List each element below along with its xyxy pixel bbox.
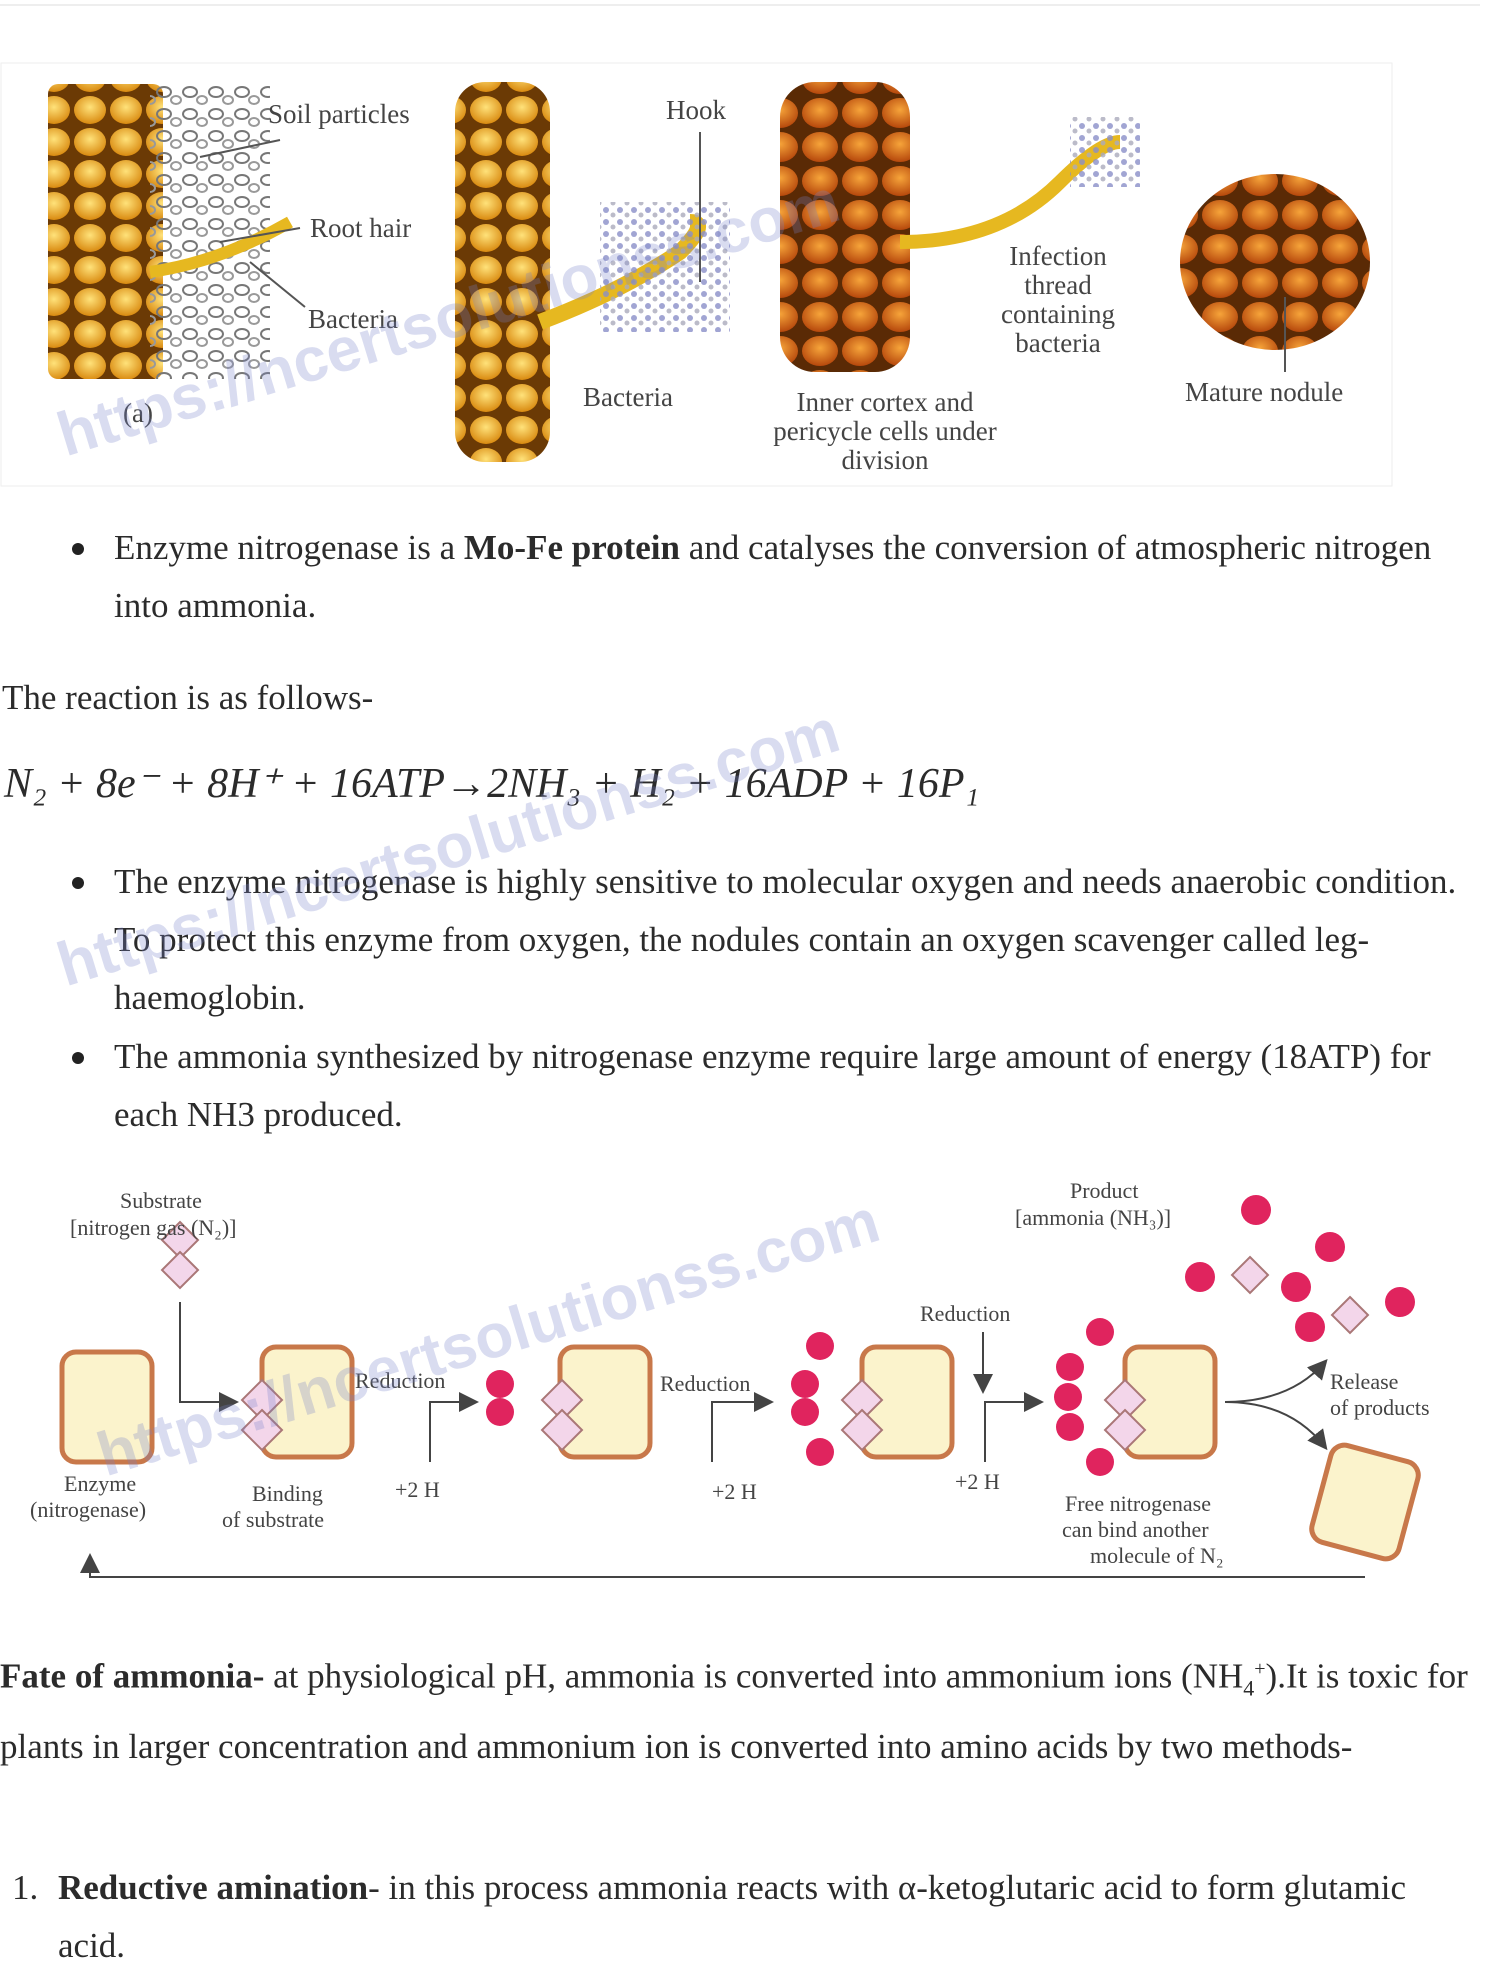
label-plus-2h-2: +2 H [712,1479,757,1504]
bold-mo-fe-protein: Mo-Fe protein [463,528,680,567]
superscript-plus: + [1254,1658,1266,1680]
nodule-formation-figure: Soil particles Root hair Bacteria (a) Ho… [0,62,1393,487]
bullet-text: and catalyses the conversion of atmosphe… [114,528,1432,625]
label-enzyme-detail: (nitrogenase) [30,1497,147,1522]
label-plus-2h-1: +2 H [395,1477,440,1502]
bullet-text: Enzyme nitrogenase is a [114,528,464,567]
label-panel-a: (a) [123,398,153,428]
label-reduction-3: Reduction [920,1301,1011,1326]
label-soil-particles: Soil particles [268,99,410,129]
reaction-equation: N₂ + 8e⁻ + 8H⁺ + 16ATP→2NH₃ + H₂ + 16ADP… [4,758,979,808]
label-product: Product [1070,1178,1139,1203]
label-root-hair: Root hair [310,213,412,243]
nodule-formation-illustration [0,62,1393,487]
fate-heading: Fate of ammonia- [0,1656,265,1696]
label-bacteria-a: Bacteria [308,304,398,334]
top-divider [0,4,1480,6]
method-title: Reductive amination [58,1868,369,1907]
label-plus-2h-3: +2 H [955,1469,1000,1494]
label-release: Release [1330,1369,1399,1394]
fate-text-cont: ).It is toxic for plants in larger conce… [0,1656,1468,1766]
subscript-4: 4 [1243,1675,1255,1701]
label-inner-cortex: Inner cortex and pericycle cells under d… [773,387,997,475]
bullet-oxygen-sensitivity: The enzyme nitrogenase is highly sensiti… [72,853,1489,1027]
label-enzyme: Enzyme [64,1471,137,1496]
equation-arrow: → [445,761,488,807]
equation-lhs: N₂ + 8e⁻ + 8H⁺ + 16ATP [4,761,446,807]
bullet-energy: The ammonia synthesized by nitrogenase e… [72,1028,1489,1144]
label-mature-nodule: Mature nodule [1185,377,1344,407]
label-binding: Binding [252,1481,323,1506]
label-free-nitrogenase-1: Free nitrogenase [1065,1491,1211,1516]
label-infection-thread: Infection thread containing bacteria [1001,241,1115,358]
label-product-detail: [ammonia (NH₃)] [1015,1205,1172,1230]
label-reduction-2: Reduction [660,1371,751,1396]
method-text: - in this process ammonia reacts with α-… [58,1868,1407,1965]
fate-of-ammonia-paragraph: Fate of ammonia- at physiological pH, am… [0,1640,1480,1776]
bullet-nitrogenase: Enzyme nitrogenase is a Mo-Fe protein an… [72,519,1489,635]
label-hook: Hook [666,95,726,125]
equation-rhs: 2NH₃ + H₂ + 16ADP + 16P₁ [487,761,980,807]
method-number: 1. [12,1868,39,1907]
label-free-nitrogenase-3: molecule of N₂ [1090,1543,1224,1568]
label-substrate-detail: [nitrogen gas (N₂)] [70,1215,237,1240]
nitrogenase-mechanism-figure: Substrate [nitrogen gas (N₂)] Product [a… [0,1172,1494,1584]
fate-text: at physiological pH, ammonia is converte… [264,1656,1244,1696]
label-reduction-1: Reduction [355,1368,446,1393]
label-release-detail: of products [1330,1395,1430,1420]
label-substrate: Substrate [120,1188,202,1213]
label-binding-detail: of substrate [222,1507,325,1532]
reaction-intro: The reaction is as follows- [2,678,374,717]
method-reductive-amination: Reductive amination- in this process amm… [58,1859,1478,1975]
label-free-nitrogenase-2: can bind another [1062,1517,1209,1542]
nitrogenase-cycle-diagram [59,1195,1421,1578]
label-bacteria-b: Bacteria [583,382,673,412]
